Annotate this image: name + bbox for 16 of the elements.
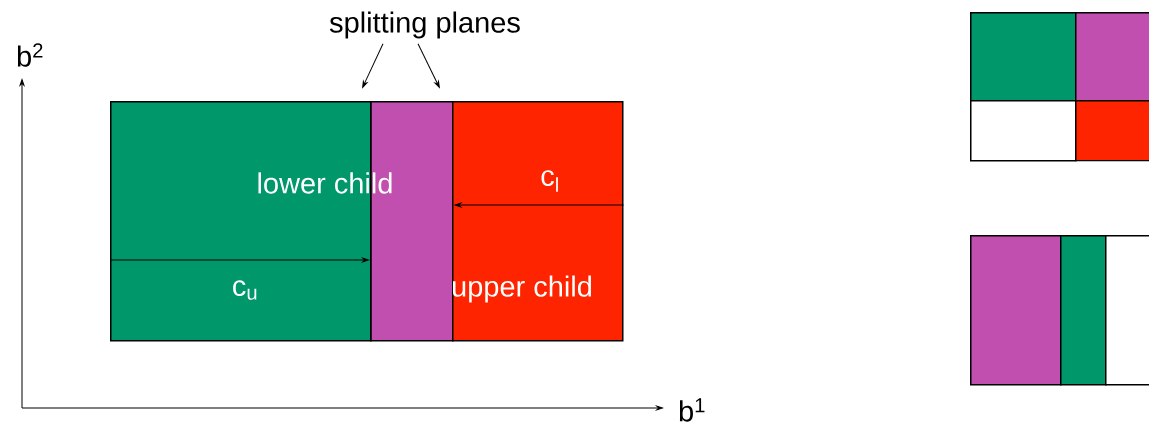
arrow bbox=[362, 43, 384, 88]
arrow bbox=[417, 43, 440, 88]
cell-box bbox=[970, 235, 1062, 386]
cell-box bbox=[1075, 100, 1149, 162]
cell-box bbox=[970, 100, 1077, 162]
axis-label: b$^{2}$ bbox=[17, 43, 43, 67]
cell-box bbox=[970, 12, 1077, 102]
cell-box bbox=[1060, 235, 1107, 386]
edge-label: c$_{u}$ bbox=[233, 280, 257, 300]
arrow bbox=[454, 202, 624, 208]
axis-label: b$^{1}$ bbox=[679, 398, 705, 422]
arrow bbox=[109, 257, 369, 263]
cell-box bbox=[1105, 235, 1149, 386]
heading-text: splitting planes bbox=[329, 11, 520, 39]
cell-box bbox=[1075, 12, 1149, 102]
edge-label: c$_{l}$ bbox=[541, 170, 558, 192]
